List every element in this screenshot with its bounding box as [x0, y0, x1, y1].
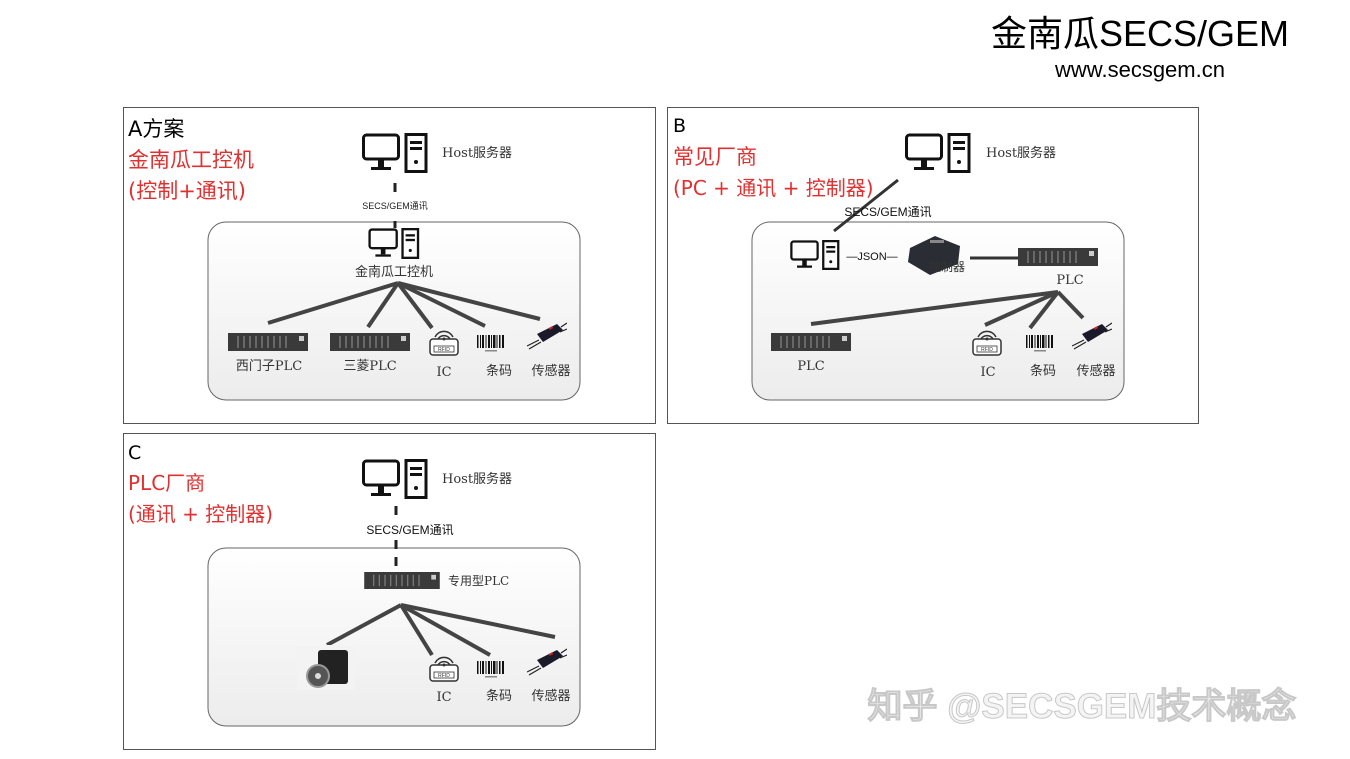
panel-a: A方案 金南瓜工控机 (控制+通讯) Host服务器 SECS/GEM通讯 金南…: [123, 107, 656, 424]
siemens-plc-icon: [228, 333, 308, 351]
plc-icon: [1018, 248, 1098, 266]
panel-b-subtitle-1: 常见厂商: [673, 145, 757, 169]
rfid-icon-label: RFID: [981, 347, 993, 353]
dedicated-plc-icon: [363, 572, 441, 589]
panel-b-equipment-box: [751, 221, 1125, 401]
panel-b-link-label: SECS/GEM通讯: [844, 205, 931, 219]
device-label: 条码: [486, 363, 512, 379]
panel-a-letter: A方案: [128, 117, 184, 141]
panel-a-controller-label: 金南瓜工控机: [355, 264, 433, 280]
rfid-icon-label: RFID: [438, 347, 450, 353]
device-label: IC: [436, 690, 451, 705]
controller-label: 控制器: [929, 260, 965, 274]
panel-b-connections: [810, 290, 1085, 330]
panel-a-subtitle-1: 金南瓜工控机: [128, 148, 254, 172]
servo-motor-icon: [297, 645, 355, 690]
watermark: 知乎 @SECSGEM技术概念: [868, 686, 1297, 726]
device-label: IC: [436, 365, 451, 380]
device-label: 西门子PLC: [236, 359, 302, 374]
panel-b-host-label: Host服务器: [986, 145, 1056, 161]
panel-c-subtitle-2: (通讯 + 控制器): [128, 502, 273, 526]
rfid-icon-label: RFID: [438, 673, 450, 679]
panel-b: B 常见厂商 (PC + 通讯 + 控制器) Host服务器 SECS/GEM通…: [667, 107, 1199, 424]
controller-icon: [908, 236, 960, 275]
device-label: IC: [980, 365, 995, 380]
panel-c-subtitle-1: PLC厂商: [128, 471, 205, 495]
header-url: www.secsgem.cn: [1054, 57, 1225, 82]
header-title: 金南瓜SECS/GEM: [991, 13, 1289, 54]
panel-c-connections: [326, 603, 556, 657]
json-link-label: —JSON—: [846, 251, 897, 263]
plc-icon: [771, 333, 851, 351]
panel-a-host-label: Host服务器: [442, 145, 512, 161]
dedicated-plc-label: 专用型PLC: [448, 573, 509, 588]
panel-a-subtitle-2: (控制+通讯): [128, 179, 246, 203]
panel-c: C PLC厂商 (通讯 + 控制器) Host服务器 SECS/GEM通讯 专用…: [123, 433, 656, 750]
panel-b-secs-link: [833, 178, 899, 233]
panel-b-subtitle-2: (PC + 通讯 + 控制器): [673, 176, 874, 200]
device-label: 条码: [486, 688, 512, 704]
panel-b-letter: B: [673, 115, 686, 137]
panel-c-link-label: SECS/GEM通讯: [366, 523, 453, 537]
device-label: 条码: [1030, 363, 1056, 379]
plc-top-label: PLC: [1056, 273, 1083, 288]
device-label: 传感器: [1076, 363, 1115, 379]
panel-a-connections: [267, 281, 541, 330]
device-label: 三菱PLC: [343, 359, 396, 374]
device-label: 传感器: [531, 688, 570, 704]
panel-c-letter: C: [128, 442, 141, 464]
panel-a-link-label: SECS/GEM通讯: [362, 201, 428, 211]
device-label: PLC: [797, 359, 824, 374]
mitsubishi-plc-icon: [330, 333, 410, 351]
panel-c-host-label: Host服务器: [442, 471, 512, 487]
device-label: 传感器: [531, 363, 570, 379]
